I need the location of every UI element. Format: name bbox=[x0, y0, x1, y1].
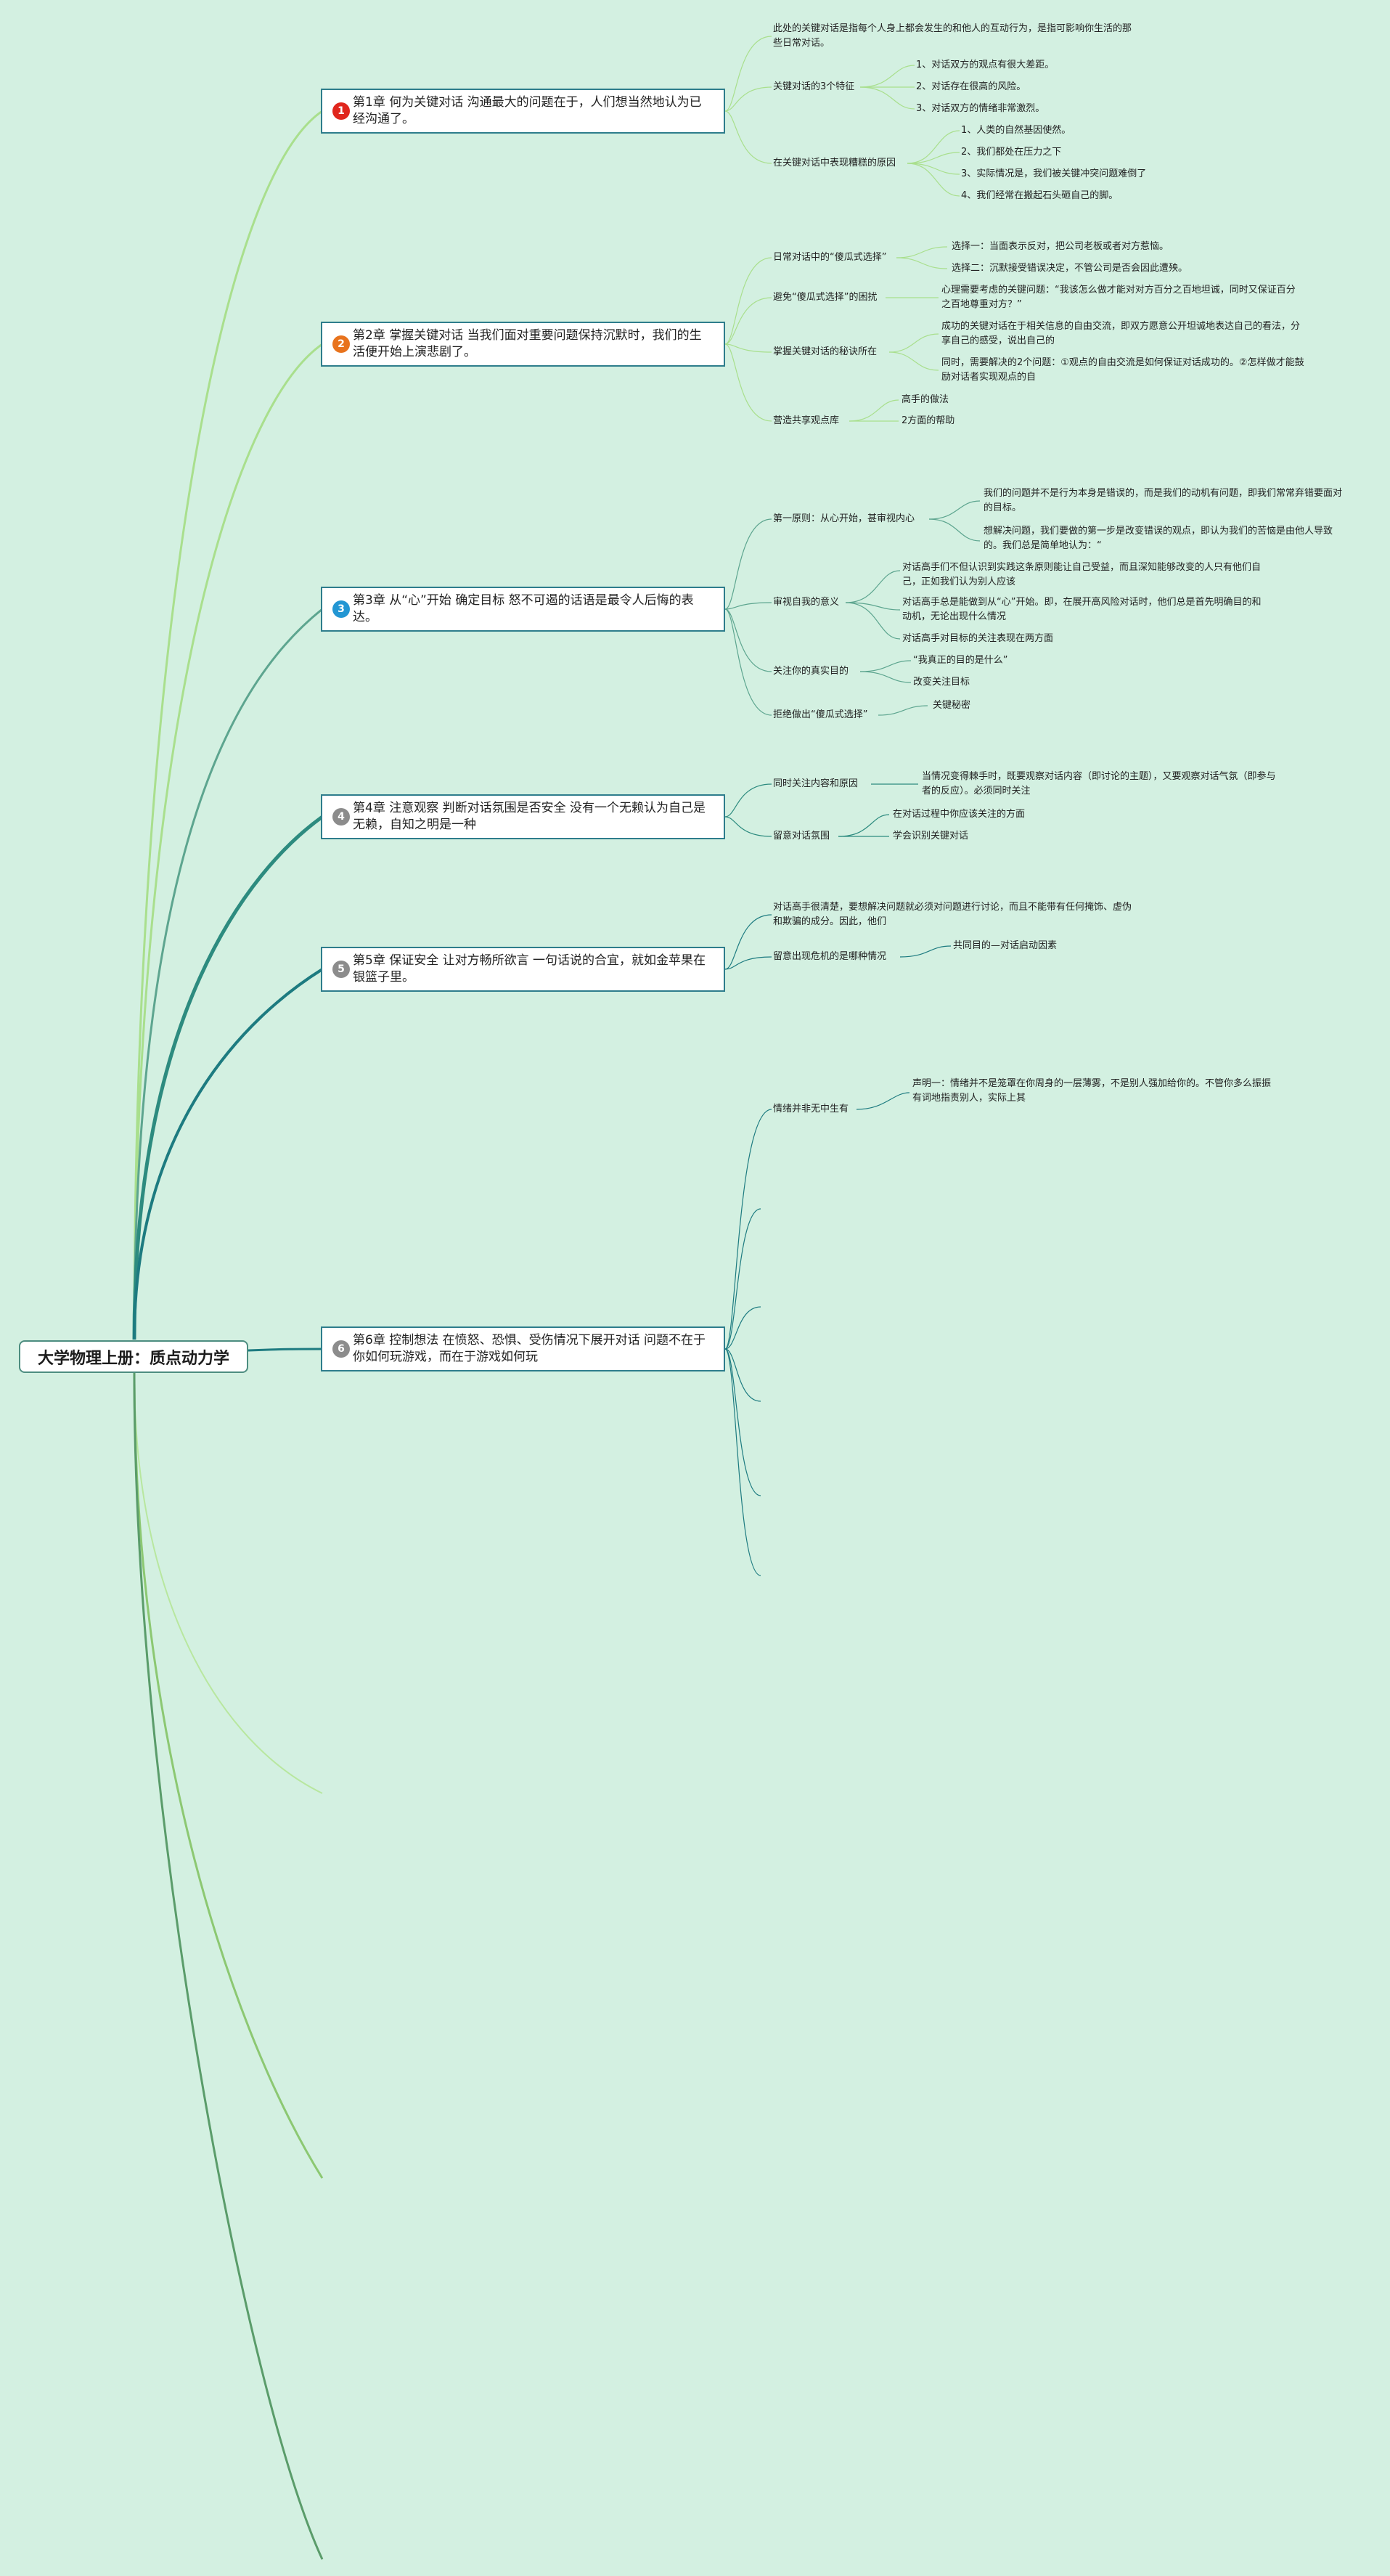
leaf-node[interactable]: 同时关注内容和原因 bbox=[773, 778, 859, 789]
ch1-links bbox=[724, 36, 960, 197]
chapter-number-badge: 3 bbox=[332, 600, 350, 618]
leaf-node[interactable]: 1、人类的自然基因使然。 bbox=[961, 125, 1071, 136]
leaf-node[interactable]: 在关键对话中表现糟糕的原因 bbox=[773, 158, 896, 168]
root-title: 大学物理上册：质点动力学 bbox=[37, 1349, 229, 1368]
leaf-node[interactable]: 对话高手们不但认识到实践这条原则能让自己受益，而且深知能够改变的人只有他们自己，… bbox=[902, 562, 1262, 587]
leaf-node[interactable]: 高手的做法 bbox=[902, 394, 949, 405]
leaf-node[interactable]: 此处的关键对话是指每个人身上都会发生的和他人的互动行为，是指可影响你生活的那些日… bbox=[773, 23, 1132, 49]
leaf-node[interactable]: 掌握关键对话的秘诀所在 bbox=[773, 346, 878, 357]
link-root-empty2 bbox=[133, 1371, 324, 2179]
leaf-node[interactable]: 关键对话的3个特征 bbox=[773, 81, 855, 92]
leaf-node[interactable]: 选择一：当面表示反对，把公司老板或者对方惹恼。 bbox=[952, 241, 1169, 252]
chapter-number-badge: 6 bbox=[332, 1340, 350, 1358]
leaf-node[interactable]: 拒绝做出“傻瓜式选择” bbox=[773, 709, 868, 720]
link-root-ch4 bbox=[132, 815, 324, 1340]
leaf-node[interactable]: 2方面的帮助 bbox=[902, 415, 955, 426]
chapter-title: 第3章 从“心”开始 确定目标 怒不可遏的话语是最令人后悔的表达。 bbox=[353, 593, 694, 624]
chapter-node-4[interactable]: 4 第4章 注意观察 判断对话氛围是否安全 没有一个无赖认为自己是无赖，自知之明… bbox=[321, 794, 725, 839]
ch5-links bbox=[724, 914, 952, 970]
link-root-empty3 bbox=[133, 1371, 324, 2560]
chapter-title: 第1章 何为关键对话 沟通最大的问题在于，人们想当然地认为已经沟通了。 bbox=[353, 95, 702, 126]
leaf-node[interactable]: 关注你的真实目的 bbox=[773, 666, 849, 677]
chapter-number-badge: 2 bbox=[332, 335, 350, 353]
leaf-node[interactable]: 日常对话中的“傻瓜式选择” bbox=[773, 252, 887, 263]
leaf-node[interactable]: “我真正的目的是什么” bbox=[913, 655, 1008, 666]
leaf-node[interactable]: 成功的关键对话在于相关信息的自由交流，即双方愿意公开坦诚地表达自己的看法，分享自… bbox=[941, 321, 1301, 346]
root-node[interactable]: 大学物理上册：质点动力学 bbox=[19, 1340, 248, 1373]
leaf-node[interactable]: 选择二：沉默接受错误决定，不管公司是否会因此遭殃。 bbox=[952, 263, 1188, 274]
leaf-node[interactable]: 留意对话氛围 bbox=[773, 831, 830, 841]
chapter-number-badge: 1 bbox=[332, 102, 350, 120]
leaf-node[interactable]: 想解决问题，我们要做的第一步是改变错误的观点，即认为我们的苦恼是由他人导致的。我… bbox=[984, 526, 1333, 551]
chapter-node-1[interactable]: 1 第1章 何为关键对话 沟通最大的问题在于，人们想当然地认为已经沟通了。 bbox=[321, 89, 725, 134]
leaf-node[interactable]: 营造共享观点库 bbox=[773, 415, 840, 426]
chapter-node-2[interactable]: 2 第2章 掌握关键对话 当我们面对重要问题保持沉默时，我们的生活便开始上演悲剧… bbox=[321, 322, 725, 367]
link-root-ch3 bbox=[133, 608, 323, 1340]
leaf-node[interactable]: 对话高手对目标的关注表现在两方面 bbox=[902, 633, 1054, 644]
leaf-node[interactable]: 当情况变得棘手时，既要观察对话内容（即讨论的主题），又要观察对话气氛（即参与者的… bbox=[922, 771, 1276, 796]
leaf-node[interactable]: 同时，需要解决的2个问题：①观点的自由交流是如何保证对话成功的。②怎样做才能鼓励… bbox=[941, 357, 1304, 383]
leaf-node[interactable]: 2、对话存在很高的风险。 bbox=[916, 81, 1026, 92]
leaf-node[interactable]: 在对话过程中你应该关注的方面 bbox=[893, 809, 1026, 820]
ch6-links bbox=[724, 1092, 910, 1576]
leaf-node[interactable]: 对话高手很清楚，要想解决问题就必须对问题进行讨论，而且不能带有任何掩饰、虚伪和欺… bbox=[773, 902, 1132, 927]
leaf-node[interactable]: 学会识别关键对话 bbox=[893, 831, 969, 841]
ch3-links bbox=[724, 500, 981, 716]
leaf-node[interactable]: 共同目的—对话启动因素 bbox=[953, 940, 1058, 951]
chapter-number-badge: 5 bbox=[332, 961, 350, 978]
leaf-node[interactable]: 3、对话双方的情绪非常激烈。 bbox=[916, 103, 1045, 114]
leaf-node[interactable]: 4、我们经常在搬起石头砸自己的脚。 bbox=[961, 190, 1119, 201]
leaf-node[interactable]: 我们的问题并不是行为本身是错误的，而是我们的动机有问题，即我们常常弃错要面对的目… bbox=[984, 488, 1343, 513]
leaf-node[interactable]: 1、对话双方的观点有很大差距。 bbox=[916, 60, 1055, 70]
link-root-ch5 bbox=[133, 968, 324, 1340]
link-root-ch2 bbox=[133, 343, 323, 1340]
chapter-number-badge: 4 bbox=[332, 808, 350, 826]
leaf-node[interactable]: 心理需要考虑的关键问题：“我该怎么做才能对对方百分之百地坦诚，同时又保证百分之百… bbox=[941, 285, 1296, 310]
leaf-node[interactable]: 改变关注目标 bbox=[913, 677, 970, 688]
chapter-title: 第4章 注意观察 判断对话氛围是否安全 没有一个无赖认为自己是无赖，自知之明是一… bbox=[353, 801, 706, 832]
chapter-title: 第5章 保证安全 让对方畅所欲言 一句话说的合宜，就如金苹果在银篮子里。 bbox=[353, 953, 706, 985]
leaf-node[interactable]: 留意出现危机的是哪种情况 bbox=[773, 951, 887, 962]
leaf-node[interactable]: 避免“傻瓜式选择”的困扰 bbox=[773, 292, 878, 303]
link-root-ch1 bbox=[133, 110, 323, 1340]
leaf-node[interactable]: 关键秘密 bbox=[933, 700, 971, 711]
leaf-node[interactable]: 对话高手总是能做到从“心”开始。即，在展开高风险对话时，他们总是首先明确目的和动… bbox=[902, 597, 1262, 622]
chapter-title: 第2章 掌握关键对话 当我们面对重要问题保持沉默时，我们的生活便开始上演悲剧了。 bbox=[353, 328, 702, 359]
leaf-node[interactable]: 情绪并非无中生有 bbox=[773, 1104, 849, 1114]
link-root-ch6 bbox=[248, 1348, 323, 1352]
chapter-title: 第6章 控制想法 在愤怒、恐惧、受伤情况下展开对话 问题不在于你如何玩游戏，而在… bbox=[353, 1333, 706, 1364]
chapter-node-3[interactable]: 3 第3章 从“心”开始 确定目标 怒不可遏的话语是最令人后悔的表达。 bbox=[321, 587, 725, 632]
leaf-node[interactable]: 2、我们都处在压力之下 bbox=[961, 147, 1062, 158]
ch2-links bbox=[724, 246, 948, 422]
leaf-node[interactable]: 审视自我的意义 bbox=[773, 597, 840, 608]
leaf-node[interactable]: 声明一：情绪并不是笼罩在你周身的一层薄雾，不是别人强加给你的。不管你多么振振有词… bbox=[912, 1078, 1272, 1104]
chapter-node-5[interactable]: 5 第5章 保证安全 让对方畅所欲言 一句话说的合宜，就如金苹果在银篮子里。 bbox=[321, 947, 725, 992]
leaf-node[interactable]: 3、实际情况是，我们被关键冲突问题难倒了 bbox=[961, 168, 1147, 179]
leaf-node[interactable]: 第一原则：从心开始，甚审视内心 bbox=[773, 513, 915, 524]
link-root-empty1 bbox=[134, 1371, 323, 1794]
ch4-links bbox=[724, 783, 918, 837]
chapter-node-6[interactable]: 6 第6章 控制想法 在愤怒、恐惧、受伤情况下展开对话 问题不在于你如何玩游戏，… bbox=[321, 1326, 725, 1371]
